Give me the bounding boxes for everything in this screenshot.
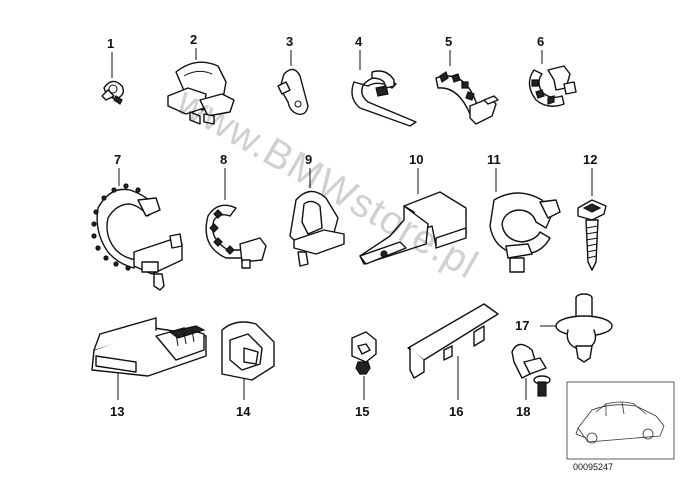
part-16-long-holder[interactable] <box>407 303 499 400</box>
part-18-clip-screw[interactable] <box>511 343 551 400</box>
part-4-cable-tie[interactable] <box>351 50 417 127</box>
part-9-u-clip[interactable] <box>289 168 345 267</box>
car-reference-thumbnail <box>566 381 675 460</box>
part-12-screw[interactable] <box>577 168 607 271</box>
part-7-spiked-band[interactable] <box>91 168 183 291</box>
part-6-strap-ring[interactable] <box>528 50 577 107</box>
part-5-band-clip[interactable] <box>435 50 499 125</box>
label-11: 11 <box>487 152 501 167</box>
label-10: 10 <box>409 152 423 167</box>
label-6: 6 <box>537 34 544 49</box>
label-17: 17 <box>515 318 529 333</box>
label-15: 15 <box>355 404 369 419</box>
part-2-double-clip[interactable] <box>167 48 235 125</box>
part-17-expanding-rivet[interactable] <box>540 293 613 363</box>
part-10-bracket-clip[interactable] <box>359 168 467 265</box>
reference-code: 00095247 <box>573 462 613 472</box>
label-16: 16 <box>449 404 463 419</box>
label-8: 8 <box>220 152 227 167</box>
part-13-flat-clip[interactable] <box>91 317 207 400</box>
label-3: 3 <box>286 34 293 49</box>
label-1: 1 <box>107 36 114 51</box>
label-7: 7 <box>114 152 121 167</box>
label-18: 18 <box>516 404 530 419</box>
part-15-push-clip[interactable] <box>351 331 377 400</box>
label-5: 5 <box>445 34 452 49</box>
part-11-ring-clip[interactable] <box>489 168 561 273</box>
label-9: 9 <box>305 152 312 167</box>
label-2: 2 <box>190 32 197 47</box>
label-13: 13 <box>110 404 124 419</box>
part-14-square-clip[interactable] <box>221 321 275 400</box>
part-1-small-clip[interactable] <box>101 52 125 105</box>
watermark: www.BMWstore.pl <box>169 79 486 287</box>
label-14: 14 <box>236 404 251 419</box>
label-4: 4 <box>355 34 363 49</box>
label-12: 12 <box>583 152 597 167</box>
part-8-band-clip[interactable] <box>205 168 267 269</box>
part-3-hook-clip[interactable] <box>277 50 309 116</box>
